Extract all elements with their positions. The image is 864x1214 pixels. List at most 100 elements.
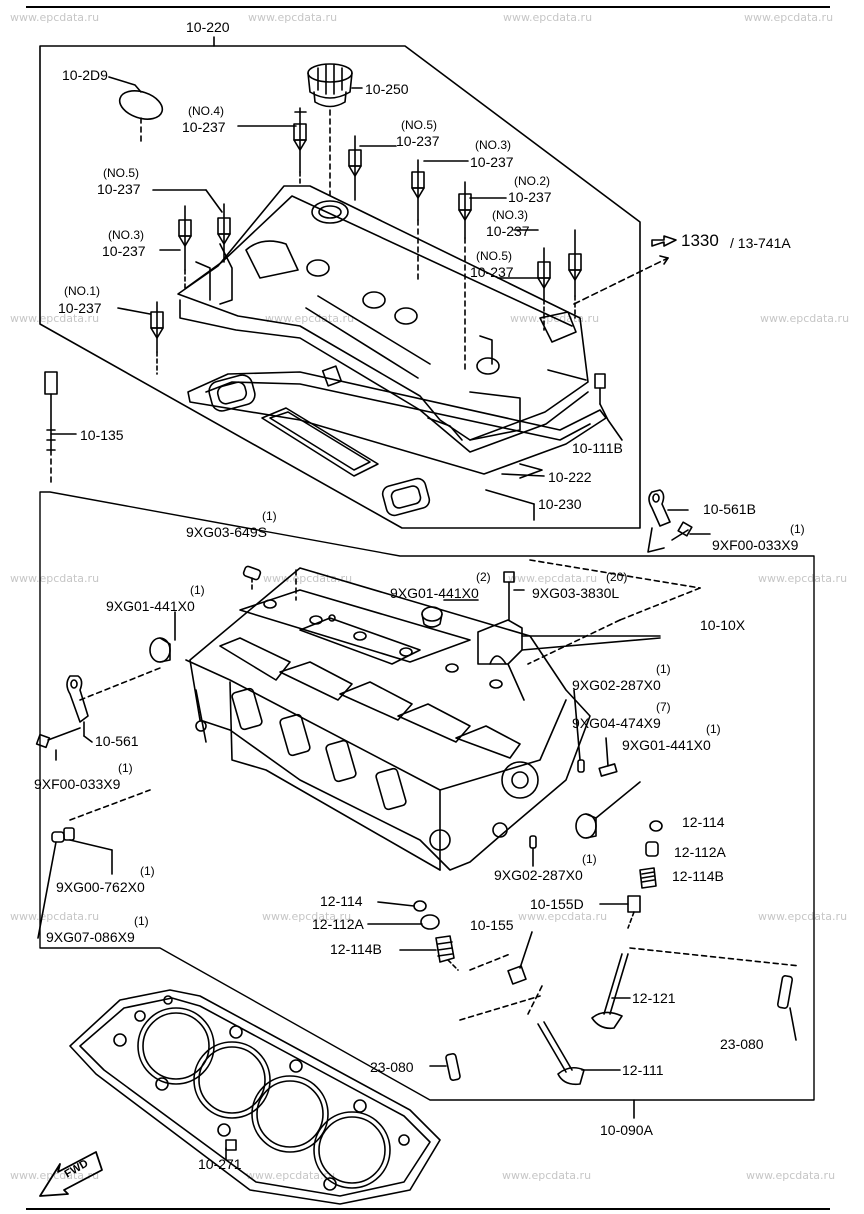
part-label: 10-10X: [700, 617, 746, 633]
part-label: 10-237: [97, 181, 141, 197]
expansion-plug-part: [149, 606, 597, 839]
part-label: (NO.3): [475, 138, 511, 152]
part-label: (NO.5): [476, 249, 512, 263]
part-label: 1330: [681, 231, 719, 250]
part-label: 10-2D9: [62, 67, 108, 83]
part-label: 10-135: [80, 427, 124, 443]
watermark: www.epcdata.ru: [246, 1169, 336, 1182]
part-label: 10-237: [102, 243, 146, 259]
part-label: 12-114B: [330, 941, 382, 957]
top-frame-line: [26, 6, 830, 8]
watermark: www.epcdata.ru: [10, 11, 100, 24]
watermark: www.epcdata.ru: [248, 11, 338, 24]
part-label: 10-237: [470, 154, 514, 170]
part-label: 10-561: [95, 733, 139, 749]
part-label: (1): [582, 852, 597, 866]
pcv-valve-part: [594, 373, 606, 389]
part-label: 10-237: [470, 264, 514, 280]
oil-filler-cap-part: [307, 63, 353, 108]
part-label: 12-121: [632, 990, 676, 1006]
part-label: 10-271: [198, 1156, 242, 1172]
part-label: 23-080: [370, 1059, 414, 1075]
part-label: (1): [790, 522, 805, 536]
cylinder-head-cover-part: [177, 185, 589, 453]
watermark: www.epcdata.ru: [508, 572, 598, 585]
part-label: 10-237: [508, 189, 552, 205]
part-label: 12-111: [622, 1062, 664, 1078]
part-label: 10-111B: [572, 440, 623, 456]
part-label: (1): [190, 583, 205, 597]
part-label: 10-155: [470, 917, 514, 933]
part-label: (NO.3): [492, 208, 528, 222]
exhaust-valve-part: [591, 953, 629, 1030]
watermark: www.epcdata.ru: [263, 572, 353, 585]
part-label: 10-237: [486, 223, 530, 239]
engine-hanger-part: [648, 489, 671, 527]
part-label: 10-237: [182, 119, 226, 135]
watermark: www.epcdata.ru: [502, 1169, 592, 1182]
cover-gasket-part: [187, 371, 607, 475]
part-label: (NO.5): [103, 166, 139, 180]
part-label: 9XG07-086X9: [46, 929, 135, 945]
valve-seal-part: [627, 820, 663, 913]
watermark: www.epcdata.ru: [744, 11, 834, 24]
part-label: / 13-741A: [730, 235, 791, 251]
watermark: www.epcdata.ru: [10, 1169, 100, 1182]
part-label: 12-114: [682, 814, 725, 830]
part-label: 10-222: [548, 469, 592, 485]
cylinder-head-part: [185, 567, 591, 871]
part-label: 10-230: [538, 496, 582, 512]
watermark: www.epcdata.ru: [262, 910, 352, 923]
watermark: www.epcdata.ru: [758, 572, 848, 585]
intake-valve-part: [537, 1021, 585, 1086]
part-label: 12-114: [320, 893, 363, 909]
watermark: www.epcdata.ru: [10, 312, 100, 325]
part-label: (NO.4): [188, 104, 224, 118]
part-label: 10-237: [58, 300, 102, 316]
watermark: www.epcdata.ru: [758, 910, 848, 923]
part-label: (20): [606, 570, 628, 584]
head-bolt-part: [44, 371, 58, 451]
part-label: 9XG02-287X0: [572, 677, 661, 693]
part-label: 9XG02-287X0: [494, 867, 583, 883]
part-label: 9XG01-441X0: [390, 585, 479, 601]
part-label: (NO.2): [514, 174, 550, 188]
watermark: www.epcdata.ru: [10, 572, 100, 585]
part-label: 9XG01-441X0: [622, 737, 711, 753]
part-label: 12-112A: [312, 916, 364, 932]
watermark: www.epcdata.ru: [760, 312, 850, 325]
part-label: 9XG04-474X9: [572, 715, 661, 731]
part-label: (NO.1): [64, 284, 100, 298]
cylinder-head-group-frame: [39, 491, 815, 1101]
part-label: (1): [134, 914, 149, 928]
part-label: (NO.3): [108, 228, 144, 242]
part-label: 9XG01-441X0: [106, 598, 195, 614]
part-label: 12-114B: [672, 868, 724, 884]
part-label: (1): [706, 722, 721, 736]
part-label: 10-250: [365, 81, 409, 97]
part-label: 9XG03-3830L: [532, 585, 620, 601]
head-gasket-part: [69, 989, 441, 1205]
cover-bolt-part: [150, 107, 582, 375]
part-label: 10-237: [396, 133, 440, 149]
part-label: 9XF00-033X9: [34, 776, 121, 792]
part-label: (2): [476, 570, 491, 584]
part-label: 10-561B: [703, 501, 756, 517]
part-label: (1): [656, 662, 671, 676]
part-label: 23-080: [720, 1036, 764, 1052]
watermark: www.epcdata.ru: [10, 910, 100, 923]
part-label: (1): [118, 761, 133, 775]
part-label: 10-090A: [600, 1122, 653, 1138]
part-label: 9XG00-762X0: [56, 879, 145, 895]
part-label: (1): [140, 864, 155, 878]
forward-arrow-icon: [39, 1151, 103, 1197]
part-label: 12-112A: [674, 844, 726, 860]
oil-cap-gasket-part: [118, 90, 164, 120]
part-label: (7): [656, 700, 671, 714]
part-label: 10-155D: [530, 896, 584, 912]
watermark: www.epcdata.ru: [265, 312, 355, 325]
spark-plug-tube-gasket-part: [208, 374, 431, 517]
cover-group-frame: [39, 45, 641, 529]
part-label: 9XF00-033X9: [712, 537, 799, 553]
